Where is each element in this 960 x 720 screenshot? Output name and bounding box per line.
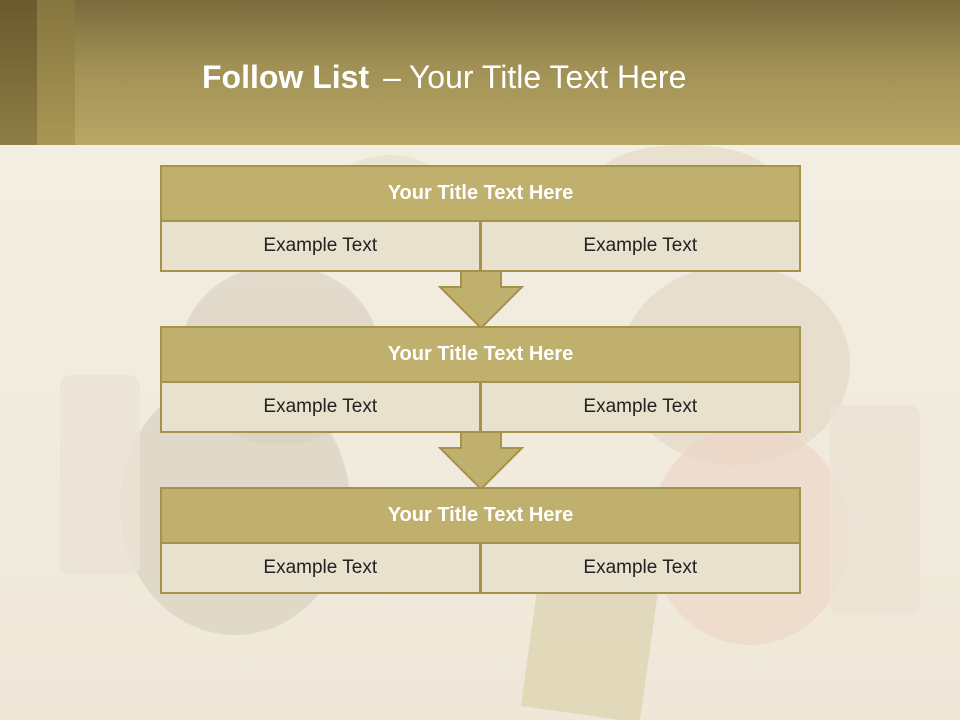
header-band <box>0 0 960 145</box>
step-1-cells: Example Text Example Text <box>160 222 801 272</box>
down-arrow-icon <box>438 431 524 491</box>
title-rest: Your Title Text Here <box>408 59 687 95</box>
step-3-cells: Example Text Example Text <box>160 544 801 594</box>
title-dash: – <box>383 59 401 95</box>
flow-step-2: Your Title Text Here Example Text Exampl… <box>160 326 801 433</box>
step-3-cell-right: Example Text <box>480 544 801 594</box>
step-1-cell-left: Example Text <box>160 222 481 272</box>
title-bold: Follow List <box>202 59 370 95</box>
header-accent-mid <box>37 0 75 145</box>
step-3-cell-left: Example Text <box>160 544 481 594</box>
step-3-heading: Your Title Text Here <box>160 487 801 544</box>
step-1-heading: Your Title Text Here <box>160 165 801 222</box>
header-accent-dark <box>0 0 37 145</box>
step-2-heading: Your Title Text Here <box>160 326 801 383</box>
flow-step-3: Your Title Text Here Example Text Exampl… <box>160 487 801 594</box>
flow-step-1: Your Title Text Here Example Text Exampl… <box>160 165 801 272</box>
slide-title: Follow List–Your Title Text Here <box>202 55 686 99</box>
step-2-cell-right: Example Text <box>480 383 801 433</box>
step-2-cells: Example Text Example Text <box>160 383 801 433</box>
step-2-cell-left: Example Text <box>160 383 481 433</box>
down-arrow-icon <box>438 270 524 330</box>
step-1-cell-right: Example Text <box>480 222 801 272</box>
